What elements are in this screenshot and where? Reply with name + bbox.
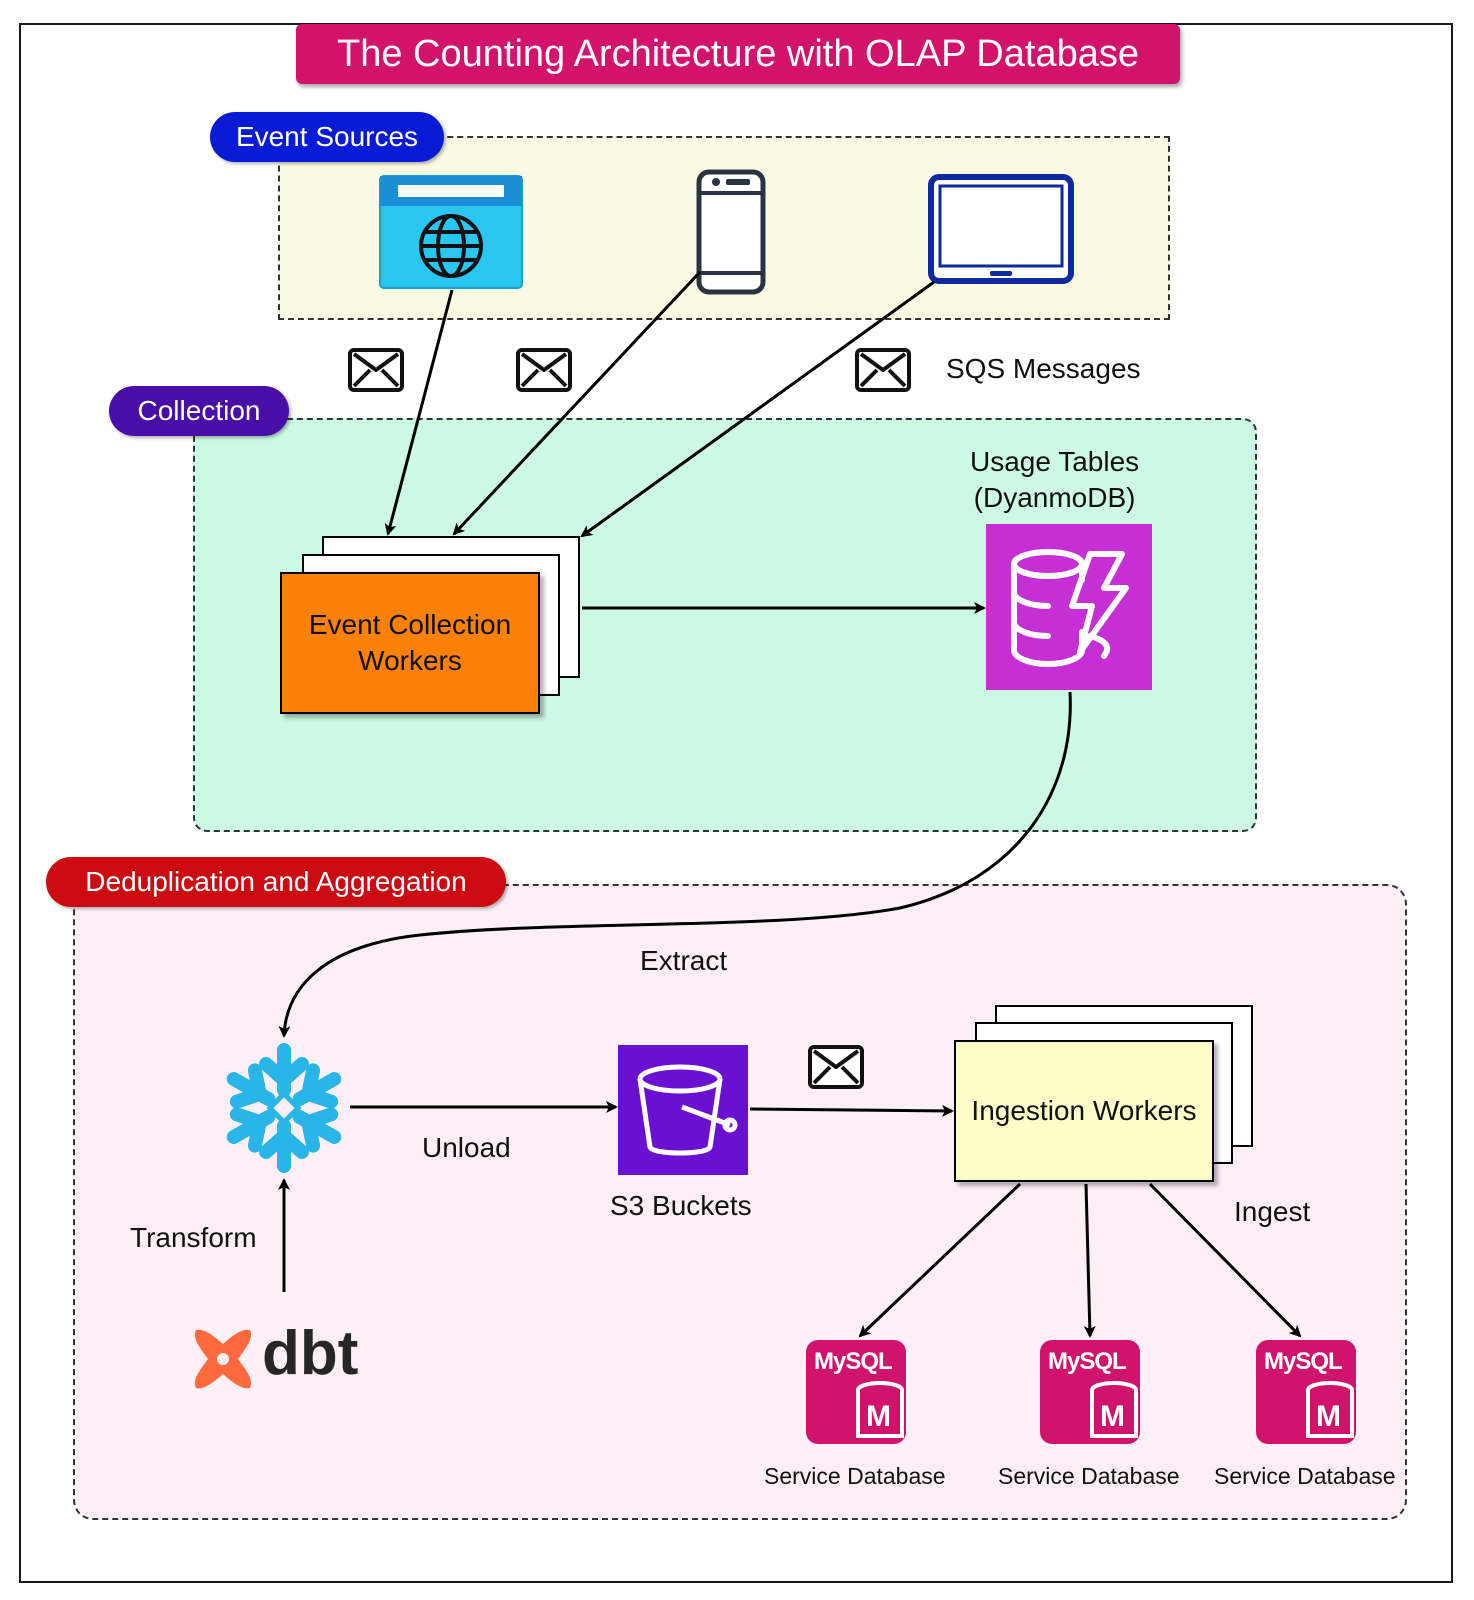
usage-tables-line2: (DyanmoDB) (973, 482, 1136, 513)
envelope-mark (812, 1049, 860, 1085)
browser-icon (379, 175, 523, 289)
mysql-badge: M (866, 1400, 891, 1433)
envelope-mark (859, 352, 907, 388)
mysql-database-icon: MySQL M (1256, 1340, 1356, 1444)
service-database-label: Service Database (764, 1463, 946, 1489)
dynamodb-icon (986, 524, 1152, 690)
ingestion-workers-label: Ingestion Workers (971, 1095, 1197, 1126)
event-workers-line2: Workers (358, 645, 462, 676)
event-sources-pill: Event Sources (210, 112, 444, 162)
s3-buckets-label: S3 Buckets (610, 1190, 752, 1221)
envelope-mark (520, 352, 568, 388)
arrow-phone-to-workers (452, 270, 702, 536)
arrow-tablet-to-workers (580, 280, 935, 538)
tablet-icon (928, 174, 1074, 284)
ingest-label: Ingest (1234, 1196, 1311, 1227)
collection-pill: Collection (109, 386, 289, 436)
usage-tables-label: Usage Tables (DyanmoDB) (970, 444, 1139, 516)
transform-label: Transform (130, 1222, 257, 1253)
dedup-pill: Deduplication and Aggregation (46, 857, 506, 907)
envelope-mark (352, 352, 400, 388)
arrow-ingestion-to-mysql-2 (1083, 1183, 1096, 1338)
dedup-zone (73, 884, 1407, 1520)
arrow-dynamodb-to-snowflake (278, 691, 1072, 1038)
mysql-badge: M (1100, 1400, 1125, 1433)
mysql-label: MySQL (814, 1348, 893, 1375)
ingestion-workers-box: Ingestion Workers (954, 1040, 1214, 1182)
mysql-label: MySQL (1048, 1348, 1127, 1375)
extract-label: Extract (640, 945, 728, 976)
mobile-phone-icon (696, 169, 766, 295)
dbt-logo-icon (194, 1329, 252, 1389)
arrow-browser-to-workers (384, 289, 454, 536)
arrow-ingestion-to-mysql-1 (858, 1182, 1022, 1338)
usage-tables-line1: Usage Tables (970, 446, 1140, 477)
mysql-label: MySQL (1264, 1348, 1343, 1375)
service-database-label: Service Database (1214, 1463, 1396, 1489)
dbt-logo-text: dbt (262, 1319, 359, 1388)
s3-bucket-icon (618, 1045, 748, 1175)
sqs-messages-label: SQS Messages (946, 353, 1141, 384)
arrow-s3-to-ingestion (749, 1104, 954, 1117)
arrow-ingestion-to-mysql-3 (1148, 1182, 1302, 1338)
mysql-database-icon: MySQL M (1040, 1340, 1140, 1444)
service-database-label: Service Database (998, 1463, 1180, 1489)
snowflake-icon (226, 1043, 342, 1173)
mysql-badge: M (1316, 1400, 1341, 1433)
event-workers-line1: Event Collection (308, 609, 512, 640)
mysql-database-icon: MySQL M (806, 1340, 906, 1444)
unload-label: Unload (422, 1132, 511, 1163)
event-collection-workers-box: Event Collection Workers (280, 572, 540, 714)
diagram-title: The Counting Architecture with OLAP Data… (296, 24, 1180, 84)
